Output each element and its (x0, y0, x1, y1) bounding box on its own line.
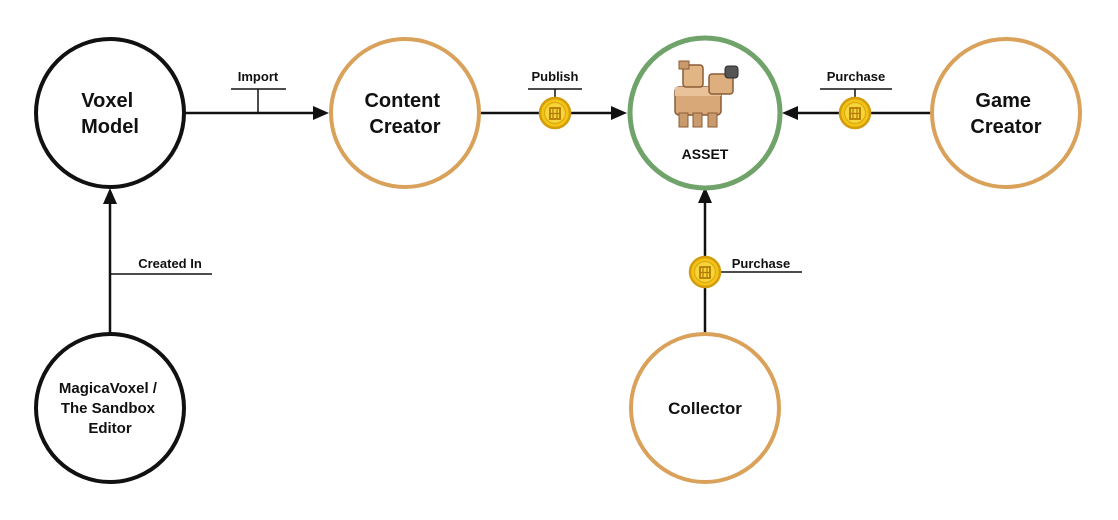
arrowhead-icon (103, 188, 117, 204)
sand-coin-icon (688, 255, 722, 289)
svg-text:Voxel Model: Voxel Model (81, 90, 139, 138)
arrowhead-icon (611, 106, 627, 120)
svg-text:MagicaVoxel / The Sandbo: MagicaVoxel / The Sandbox Editor (59, 380, 161, 437)
node-game-creator-line1: Game (975, 90, 1031, 112)
node-collector-label: Collector (668, 399, 742, 418)
edge-publish: Publish (480, 69, 627, 130)
svg-text:Content Creator: Content Creator (364, 90, 445, 138)
node-game-creator-line2: Creator (970, 116, 1041, 138)
voxel-creature-icon (674, 60, 739, 128)
edge-purchase-collector: Purchase (688, 187, 802, 333)
edge-label-publish: Publish (532, 69, 579, 84)
edge-created-in: Created In (103, 188, 212, 335)
node-asset: ASSET (627, 35, 783, 191)
svg-text:Game Creator: Game Creator (970, 90, 1041, 138)
node-editor: MagicaVoxel / The Sandbox Editor (34, 332, 186, 484)
edge-purchase-game: Purchase (782, 69, 931, 130)
node-collector: Collector (629, 332, 781, 484)
node-content-creator-line2: Creator (369, 116, 440, 138)
arrowhead-icon (313, 106, 329, 120)
arrowhead-icon (782, 106, 798, 120)
node-editor-line3: Editor (88, 420, 131, 437)
edge-label-import: Import (238, 69, 279, 84)
node-content-creator-line1: Content (364, 90, 440, 112)
node-game-creator: Game Creator (930, 37, 1082, 189)
node-asset-label: ASSET (682, 146, 729, 162)
node-voxel-model-line2: Model (81, 116, 139, 138)
edge-label-purchase-collector: Purchase (732, 256, 791, 271)
edge-label-purchase-game: Purchase (827, 69, 886, 84)
arrowhead-icon (698, 187, 712, 203)
node-editor-line1: MagicaVoxel / (59, 380, 158, 397)
sand-coin-icon (838, 96, 872, 130)
node-voxel-model: Voxel Model (34, 37, 186, 189)
node-voxel-model-line1: Voxel (81, 90, 133, 112)
node-content-creator: Content Creator (329, 37, 481, 189)
node-editor-line2: The Sandbox (61, 400, 156, 417)
edge-label-created-in: Created In (138, 256, 202, 271)
sand-coin-icon (538, 96, 572, 130)
edge-import: Import (184, 69, 329, 120)
